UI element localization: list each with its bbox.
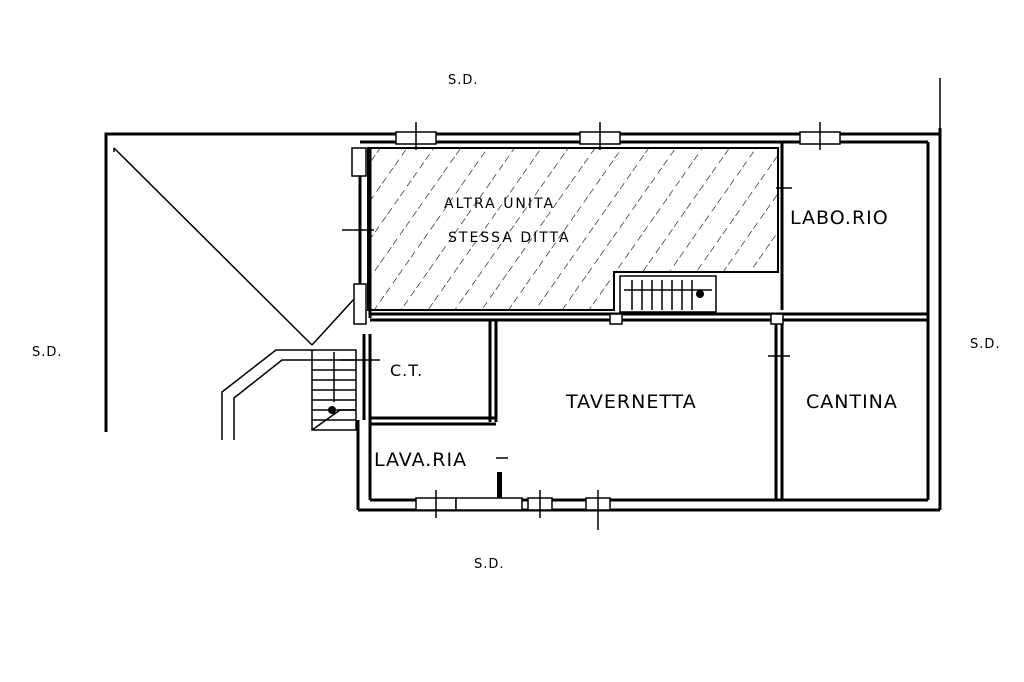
interior-walls [362, 142, 928, 500]
column [353, 283, 367, 325]
windows-top [395, 122, 841, 150]
inner-staircase [619, 275, 717, 313]
label-sd-right: S.D. [970, 337, 1001, 352]
column [770, 313, 784, 325]
windows-bottom [415, 490, 611, 530]
diagonal-line [113, 147, 313, 346]
labels: S.D. S.D. S.D. S.D. ALTRA UNITA STESSA D… [32, 73, 1001, 572]
label-altra-unita: ALTRA UNITA [444, 196, 555, 212]
door [455, 497, 523, 511]
column [351, 147, 367, 177]
stair-arrow-icon [696, 290, 704, 298]
label-cantina: CANTINA [806, 391, 898, 413]
stair-arrow-icon [328, 406, 336, 414]
label-ct: C.T. [390, 361, 423, 380]
label-sd-bottom: S.D. [474, 557, 505, 572]
label-sd-top: S.D. [448, 73, 479, 88]
building-outline [356, 78, 942, 512]
altra-unita-area [342, 147, 779, 325]
label-sd-left: S.D. [32, 345, 63, 360]
label-laboratorio: LABO.RIO [790, 207, 889, 229]
label-tavernetta: TAVERNETTA [565, 391, 697, 413]
label-lavanderia: LAVA.RIA [374, 449, 467, 471]
outer-staircase [221, 349, 380, 440]
column [609, 313, 623, 325]
left-wing [104, 132, 360, 432]
label-stessa-ditta: STESSA DITTA [448, 230, 571, 246]
